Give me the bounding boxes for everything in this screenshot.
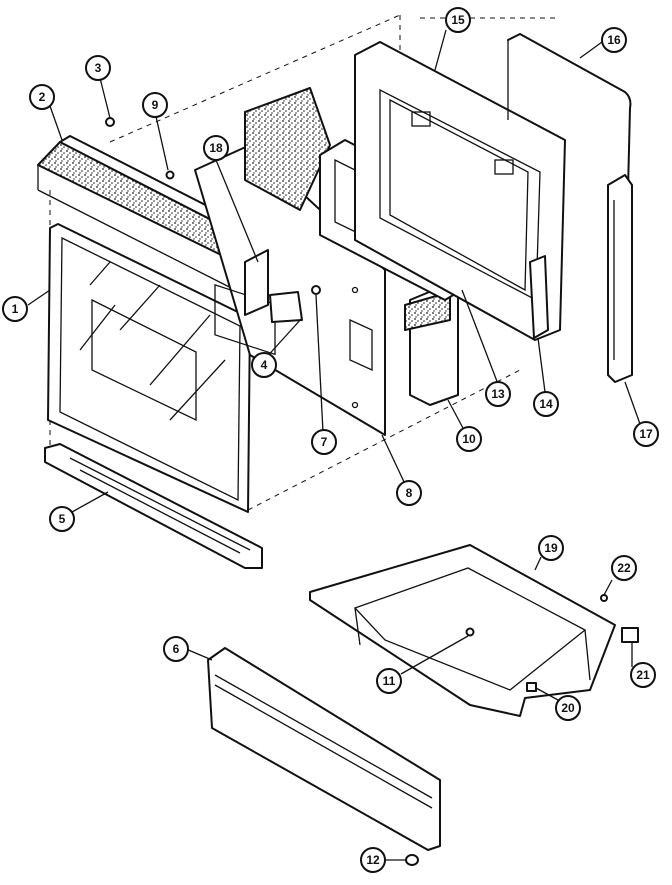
callout-12-label: 12 — [366, 853, 380, 867]
fastener-hardware — [105, 117, 639, 866]
callout-9-label: 9 — [152, 98, 159, 112]
callout-6-label: 6 — [173, 642, 180, 656]
callout-8: 8 — [396, 480, 422, 506]
callout-10: 10 — [456, 426, 482, 452]
callout-16-label: 16 — [607, 33, 621, 47]
callout-22: 22 — [611, 555, 637, 581]
callout-1-label: 1 — [12, 302, 19, 316]
callout-20: 20 — [555, 695, 581, 721]
drawer-front-panel — [207, 647, 441, 851]
door-gasket — [507, 33, 632, 191]
callout-3: 3 — [85, 55, 111, 81]
callout-11-label: 11 — [383, 674, 396, 688]
hinge-bracket — [244, 249, 303, 323]
callout-15: 15 — [445, 7, 471, 33]
callout-20-label: 20 — [561, 701, 575, 715]
callout-4: 4 — [251, 352, 277, 378]
callout-5: 5 — [49, 506, 75, 532]
callout-21: 21 — [630, 662, 656, 688]
callout-13: 13 — [485, 381, 511, 407]
callout-16: 16 — [601, 27, 627, 53]
callout-13-label: 13 — [491, 387, 505, 401]
callout-4-label: 4 — [261, 358, 268, 372]
callout-12: 12 — [360, 847, 386, 873]
callout-14: 14 — [533, 391, 559, 417]
callout-18-label: 18 — [209, 141, 223, 155]
callout-19: 19 — [538, 535, 564, 561]
callout-10-label: 10 — [462, 432, 476, 446]
callout-17-label: 17 — [639, 427, 653, 441]
callout-7: 7 — [311, 429, 337, 455]
door-frame — [354, 41, 566, 341]
door-insulation — [244, 87, 459, 406]
callout-11: 11 — [376, 668, 402, 694]
callout-21-label: 21 — [636, 668, 650, 682]
callout-6: 6 — [163, 636, 189, 662]
drawer-pan — [309, 544, 616, 717]
callout-1: 1 — [2, 296, 28, 322]
callout-22-label: 22 — [617, 561, 631, 575]
callout-2-label: 2 — [39, 90, 46, 104]
outer-door-glass-panel — [47, 223, 251, 513]
callout-17: 17 — [633, 421, 659, 447]
callout-leader-lines — [27, 29, 641, 861]
callout-7-label: 7 — [321, 435, 328, 449]
callout-19-label: 19 — [544, 541, 558, 555]
callout-8-label: 8 — [406, 486, 413, 500]
door-bottom-trim — [44, 443, 263, 569]
callout-15-label: 15 — [451, 13, 465, 27]
door-side-vent — [607, 174, 633, 383]
callout-14-label: 14 — [539, 397, 553, 411]
callout-5-label: 5 — [59, 512, 66, 526]
callout-18: 18 — [203, 135, 229, 161]
callout-9: 9 — [142, 92, 168, 118]
callout-2: 2 — [29, 84, 55, 110]
door-latch — [529, 255, 549, 339]
callout-3-label: 3 — [95, 61, 102, 75]
